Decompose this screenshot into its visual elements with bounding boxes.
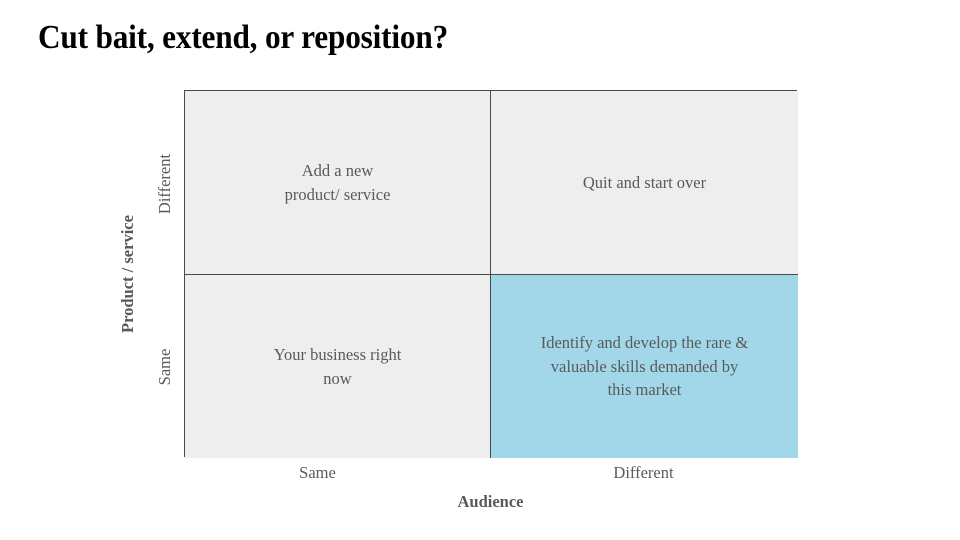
matrix-cell-different-different: Quit and start over <box>491 91 798 275</box>
y-axis-tick-same: Same <box>155 348 174 386</box>
y-axis-tick-different: Different <box>155 153 174 215</box>
x-axis-tick-same: Same <box>299 463 336 482</box>
two-by-two-matrix: Add a new product/ service Quit and star… <box>184 90 798 458</box>
page-title: Cut bait, extend, or reposition? <box>38 19 449 56</box>
y-axis-title: Product / service <box>118 215 137 333</box>
x-axis-title: Audience <box>457 492 524 511</box>
x-axis-tick-different: Different <box>613 463 674 482</box>
matrix-cell-same-different-highlighted: Identify and develop the rare & valuable… <box>491 275 798 458</box>
matrix-cell-same-same: Your business right now <box>185 275 491 458</box>
matrix-cell-different-same: Add a new product/ service <box>185 91 491 275</box>
